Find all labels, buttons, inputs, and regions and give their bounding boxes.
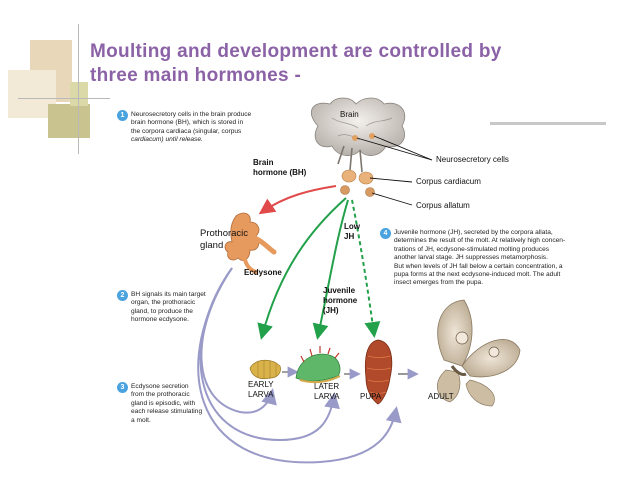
label-juvenile-hormone: Juvenile hormone (JH) [323, 286, 358, 315]
label-corpus-allatum: Corpus allatum [416, 201, 470, 210]
step-1-text: Neurosecretory cells in the brain produc… [131, 111, 252, 144]
adult-moth-illustration [437, 299, 521, 407]
step-4-text: Juvenile hormone (JH), secreted by the c… [394, 229, 566, 287]
slide-title: Moulting and development are controlled … [90, 40, 620, 88]
decor-square-lightolive [70, 82, 88, 106]
corpus-cardiacum-left-shape [341, 169, 357, 183]
pointer-corpus-cardiacum [369, 177, 413, 183]
label-low-jh: Low JH [344, 222, 360, 241]
step-2-text: BH signals its main target organ, the pr… [131, 291, 206, 324]
label-later-larva: LATER LARVA [314, 382, 340, 401]
title-line-2: three main hormones - [90, 65, 302, 86]
step-1-badge: 1 [117, 110, 128, 121]
pointer-neurosecretory-1 [356, 137, 433, 161]
corpus-allatum-left-shape [340, 185, 350, 195]
brain-illustration [310, 97, 406, 197]
decor-rule-right [490, 122, 606, 125]
corpus-allatum-right-shape [365, 187, 375, 197]
title-line-1: Moulting and development are controlled … [90, 41, 502, 62]
early-larva-illustration [249, 359, 281, 380]
bh-arrow [258, 185, 337, 215]
jh-arrow-early-larva [257, 197, 347, 340]
step-3-badge: 3 [117, 382, 128, 393]
label-pupa: PUPA [360, 392, 382, 401]
label-ecdysone: Ecdysone [244, 268, 282, 277]
label-prothoracic-gland: Prothoracic gland [200, 228, 249, 251]
label-neurosecretory-cells: Neurosecretory cells [436, 155, 509, 164]
label-brain: Brain [340, 110, 359, 119]
neurosecretory-cell-left [352, 135, 358, 141]
pupa-illustration [364, 339, 393, 405]
pointer-neurosecretory-2 [373, 135, 433, 161]
jh-arrow-low-jh-pupa [351, 199, 381, 338]
step-3-text: Ecdysone secretion from the prothoracic … [131, 383, 203, 424]
step-4-badge: 4 [380, 228, 391, 239]
label-adult: ADULT [428, 392, 454, 401]
prothoracic-gland-illustration [224, 212, 277, 274]
decor-square-olive [48, 104, 90, 138]
pointer-corpus-allatum [371, 192, 413, 206]
jh-arrow-later-larva [312, 199, 349, 340]
label-brain-hormone: Brain hormone (BH) [253, 158, 307, 177]
later-larva-illustration [295, 346, 341, 384]
step-2-badge: 2 [117, 290, 128, 301]
ecdysone-arrow-3 [197, 267, 402, 464]
neurosecretory-cell-right [369, 133, 375, 139]
label-early-larva: EARLY LARVA [248, 380, 274, 399]
label-corpus-cardiacum: Corpus cardiacum [416, 177, 481, 186]
decor-line-vertical [78, 24, 79, 154]
decor-line-horizontal [18, 98, 110, 99]
